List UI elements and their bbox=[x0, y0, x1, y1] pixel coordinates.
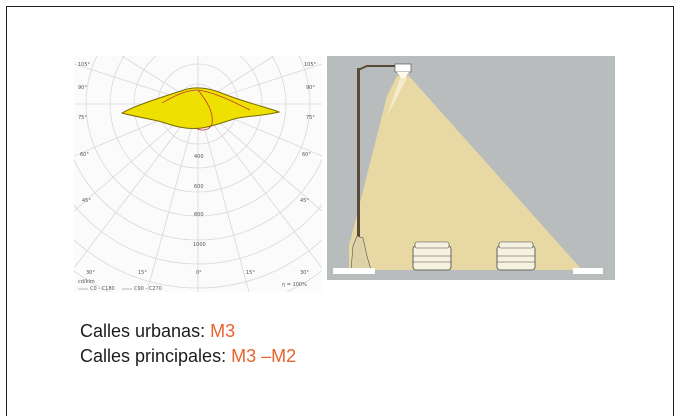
luminaire-lens bbox=[397, 72, 409, 78]
sidewalk-right bbox=[573, 268, 603, 274]
caption-main-class-b: M2 bbox=[271, 346, 297, 366]
street-illustration-svg bbox=[333, 63, 603, 274]
sidewalk-left bbox=[333, 268, 375, 274]
angle-label-bottom-30l: 30° bbox=[86, 270, 95, 276]
intensity-curve-outline bbox=[161, 89, 251, 111]
angle-label-bottom-30r: 30° bbox=[300, 270, 309, 276]
radial-value-800: 800 bbox=[194, 212, 204, 218]
angle-label-right-60: 60° bbox=[302, 152, 311, 158]
pole-arm bbox=[357, 65, 397, 71]
light-beam-core bbox=[387, 78, 407, 116]
car-2-icon bbox=[496, 241, 536, 271]
legend-b-label: C90 - C270 bbox=[134, 286, 162, 292]
legend-a-label: C0 - C180 bbox=[90, 286, 115, 292]
street-illustration bbox=[327, 56, 615, 280]
radial-value-1000: 1000 bbox=[193, 242, 206, 248]
car-1-icon bbox=[412, 241, 452, 271]
angle-label-right-75: 75° bbox=[306, 115, 315, 121]
caption-main-class-a: M3 bbox=[231, 346, 257, 366]
angle-label-right-105: 105° bbox=[304, 62, 317, 68]
intensity-curve-c90 bbox=[195, 89, 213, 131]
luminaire-icon bbox=[394, 63, 412, 73]
angle-label-left-60: 60° bbox=[80, 152, 89, 158]
radial-value-400: 400 bbox=[194, 154, 204, 160]
unit-label: cd/klm bbox=[78, 279, 95, 285]
angle-label-right-45: 45° bbox=[300, 198, 309, 204]
pole bbox=[357, 68, 360, 270]
efficiency-label: η = 100% bbox=[282, 282, 307, 288]
angle-label-right-90: 90° bbox=[306, 85, 315, 91]
polar-diagram: 105° 90° 75° 60° 45° 105° 90° 75° 60° 45… bbox=[0, 0, 407, 313]
radial-value-600: 600 bbox=[194, 184, 204, 190]
angle-label-bottom-15r: 15° bbox=[246, 270, 255, 276]
angle-label-left-75: 75° bbox=[78, 115, 87, 121]
caption-main-streets: Calles principales: M3 –M2 bbox=[80, 345, 296, 367]
intensity-curve-c0 bbox=[120, 87, 281, 129]
angle-label-left-45: 45° bbox=[82, 198, 91, 204]
angle-label-bottom-0: 0° bbox=[196, 270, 202, 276]
light-beam bbox=[349, 76, 582, 270]
caption-urban-class: M3 bbox=[210, 321, 236, 341]
caption-urban-label: Calles urbanas: bbox=[80, 321, 206, 341]
polar-diagram-svg: 105° 90° 75° 60° 45° 105° 90° 75° 60° 45… bbox=[0, 0, 407, 313]
caption-main-label: Calles principales: bbox=[80, 346, 227, 366]
angle-label-left-90: 90° bbox=[78, 85, 87, 91]
angle-label-left-105: 105° bbox=[78, 62, 91, 68]
caption-main-dash: – bbox=[261, 346, 272, 366]
angle-label-bottom-15l: 15° bbox=[138, 270, 147, 276]
caption-urban-streets: Calles urbanas: M3 bbox=[80, 320, 235, 342]
